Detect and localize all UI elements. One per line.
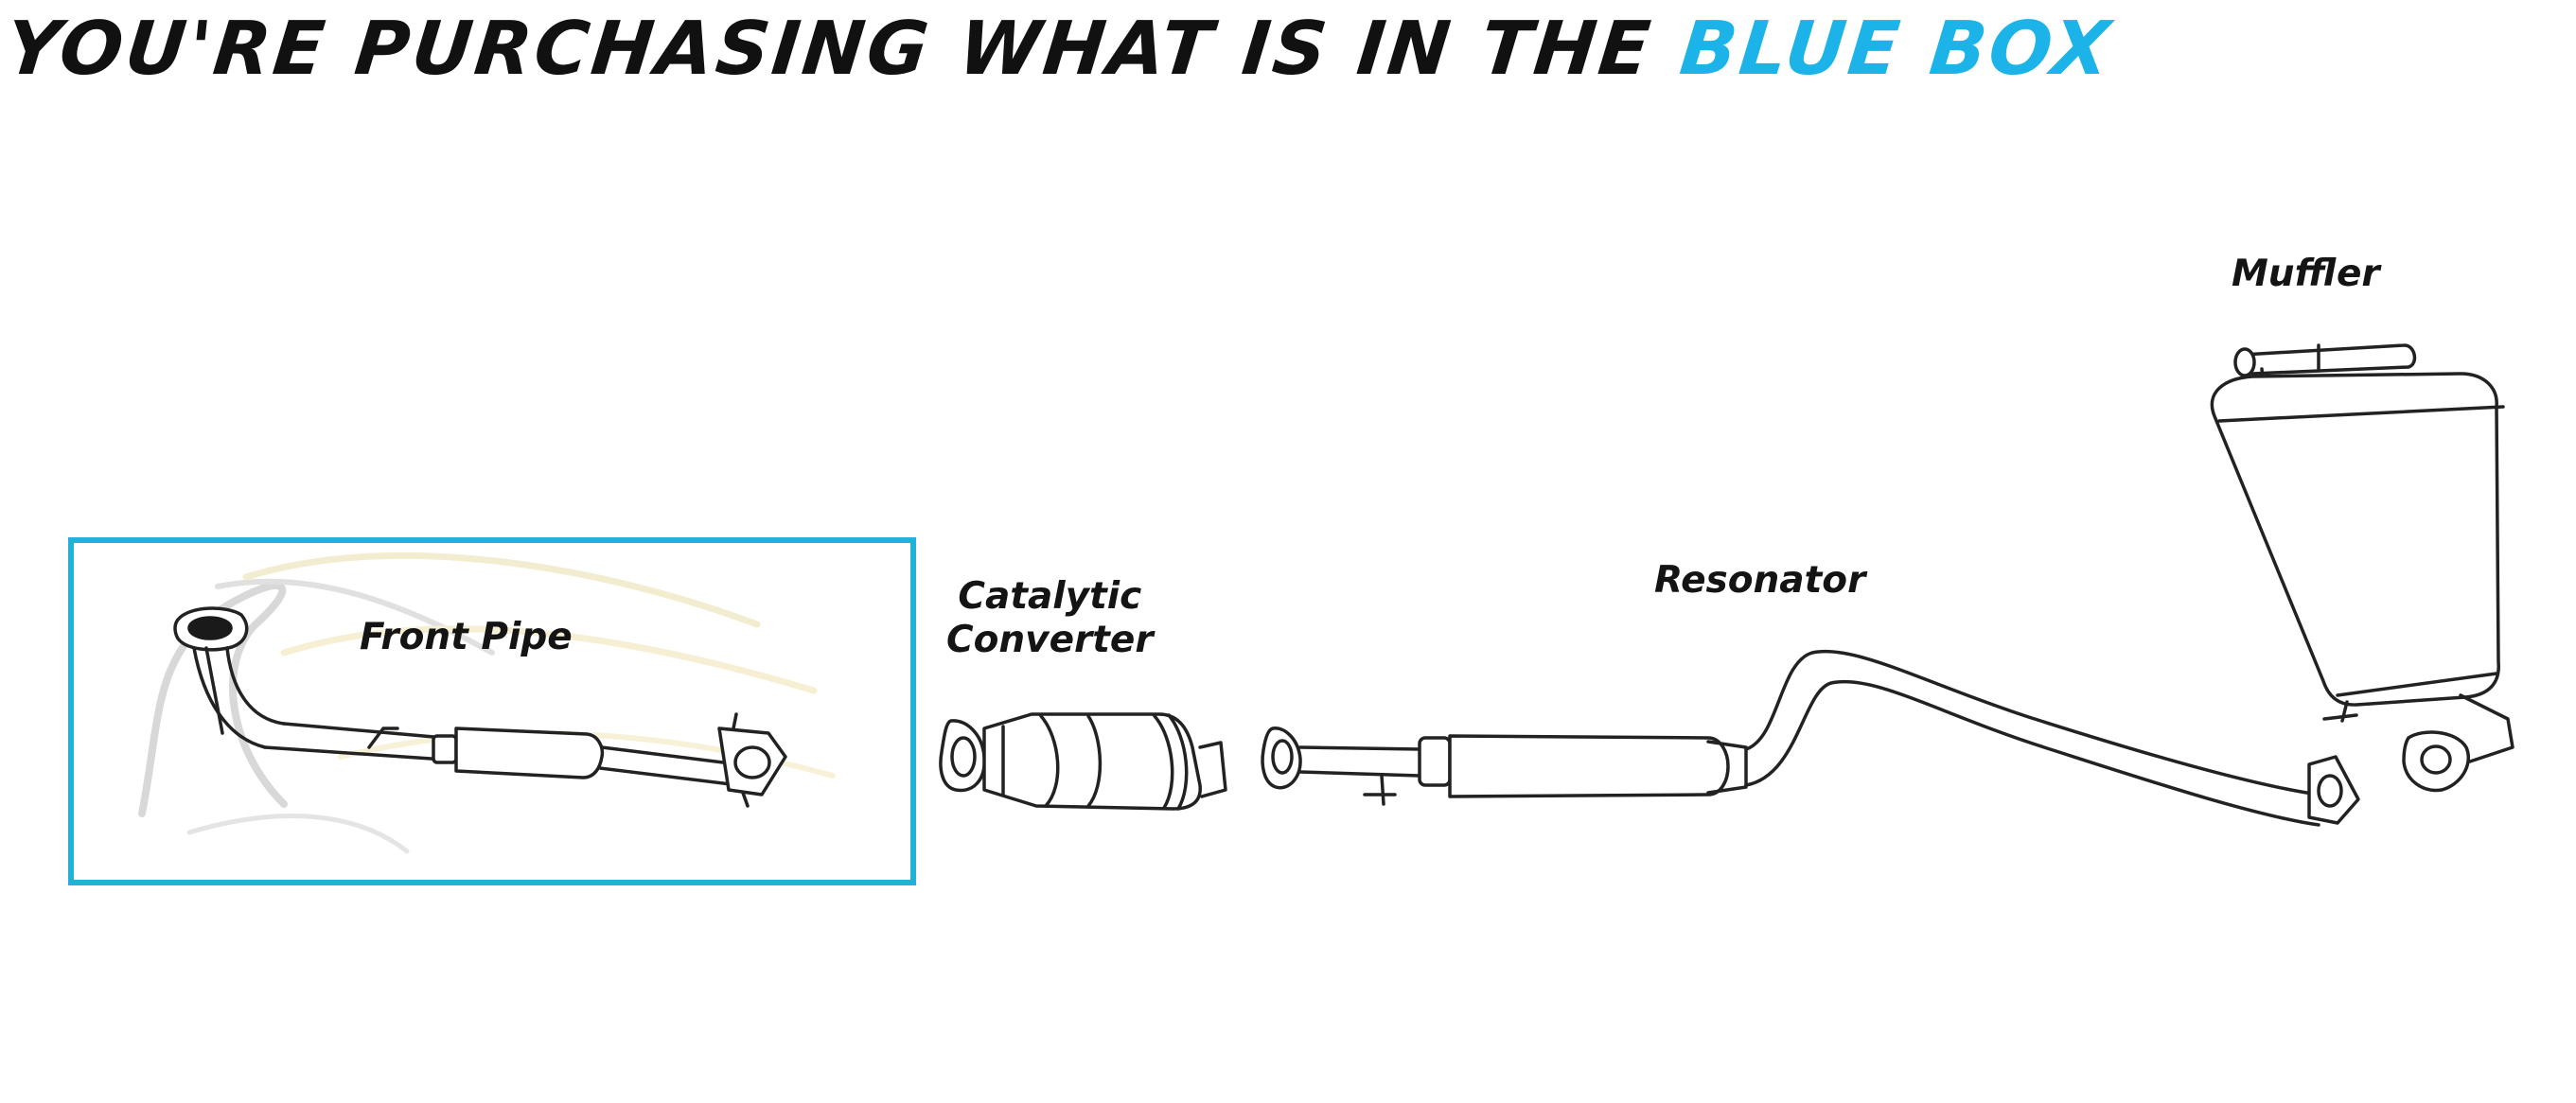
catalytic-converter-label-line1: Catalytic bbox=[958, 575, 1142, 618]
catalytic-converter-drawing bbox=[939, 712, 1227, 811]
resonator-drawing bbox=[1261, 649, 2360, 827]
catalytic-converter-label-line2: Converter bbox=[946, 619, 1154, 661]
front-pipe-drawing bbox=[173, 606, 787, 808]
resonator-label: Resonator bbox=[1654, 559, 1866, 602]
muffler-drawing bbox=[2210, 343, 2514, 793]
front-pipe-label: Front Pipe bbox=[360, 616, 573, 658]
selection-box bbox=[68, 537, 916, 885]
muffler-label: Muffler bbox=[2232, 253, 2380, 295]
catalytic-converter-label: Catalytic Converter bbox=[946, 575, 1154, 662]
